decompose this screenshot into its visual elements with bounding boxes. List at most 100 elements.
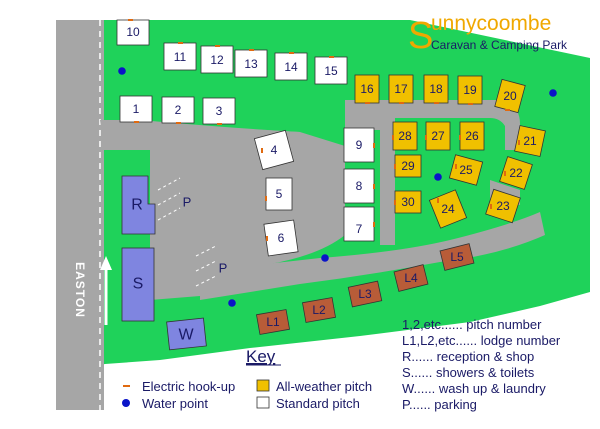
- lodge-L5: [439, 243, 475, 271]
- pitch-label-29: 29: [401, 159, 415, 173]
- pitch-label-9: 9: [356, 138, 363, 152]
- all-weather-pitch-23: [485, 188, 521, 224]
- all-weather-pitch-28: [392, 121, 418, 151]
- parking-label: P: [183, 195, 192, 210]
- standard-pitch-1: [119, 95, 153, 123]
- all-weather-pitch-27: [425, 121, 451, 151]
- parking-bay-lines: [157, 177, 217, 287]
- standard-pitch-4: [253, 129, 295, 171]
- pitch-label-30: 30: [401, 195, 415, 209]
- building-showers: [121, 247, 155, 322]
- all-weather-pitch-26: [459, 121, 485, 151]
- park-title: S unnycoombe Caravan & Camping Park: [408, 12, 568, 57]
- building-label-R: R: [131, 197, 143, 214]
- key-water-icon: [122, 399, 130, 407]
- pitch-label-21: 21: [523, 134, 537, 148]
- lodges: [256, 243, 475, 335]
- water-point: [434, 173, 442, 181]
- pitch-label-23: 23: [496, 199, 510, 213]
- pitch-label-13: 13: [244, 57, 258, 71]
- building-label-S: S: [133, 276, 144, 293]
- pitch-label-26: 26: [465, 129, 479, 143]
- standard-pitch-7: [343, 206, 375, 242]
- pitch-label-1: 1: [133, 102, 140, 116]
- pitch-label-12: 12: [210, 53, 224, 67]
- pitch-label-8: 8: [356, 179, 363, 193]
- key-note-pitch: 1,2,etc...... pitch number: [402, 317, 542, 332]
- pitch-label-10: 10: [126, 25, 140, 39]
- pitch-label-14: 14: [284, 60, 298, 74]
- map-key: Key Electric hook-up Water point All-wea…: [122, 317, 561, 412]
- standard-pitch-5: [265, 177, 293, 211]
- key-all-weather-icon: [256, 379, 270, 392]
- title-name: unnycoombe: [431, 12, 551, 35]
- water-points: [118, 67, 557, 307]
- svg-text:EASTON: EASTON: [73, 262, 87, 318]
- pitch-label-27: 27: [431, 129, 445, 143]
- lodge-L2: [302, 297, 336, 323]
- all-weather-pitch-25: [448, 154, 484, 186]
- pitch-label-22: 22: [509, 166, 523, 180]
- standard-pitches: [116, 19, 375, 257]
- pitch-label-25: 25: [459, 163, 473, 177]
- key-hookup-label: Electric hook-up: [142, 379, 235, 394]
- parking-label: P: [219, 261, 228, 276]
- pitch-label-6: 6: [278, 231, 285, 245]
- lodge-L3: [347, 280, 383, 308]
- pitch-label-20: 20: [503, 89, 517, 103]
- internal-road: [100, 100, 545, 300]
- standard-pitch-3: [202, 97, 236, 125]
- all-weather-pitch-labels: 16 17 18 19 20 21 22 23 24 25 26 27 28 2…: [360, 82, 537, 216]
- key-note-showers: S...... showers & toilets: [402, 365, 535, 380]
- lodge-label-L4: L4: [404, 271, 418, 285]
- road-direction-arrow: [100, 256, 112, 325]
- pitch-label-19: 19: [463, 83, 477, 97]
- electric-hookups: [128, 19, 520, 241]
- water-point: [321, 254, 329, 262]
- all-weather-pitch-19: [457, 75, 483, 105]
- standard-pitch-labels: 10 11 12 13 14 15 1 2 3 4 5 6 7 8 9: [126, 25, 362, 245]
- standard-pitch-8: [343, 168, 375, 204]
- standard-pitch-9: [343, 127, 375, 163]
- pitch-label-2: 2: [175, 103, 182, 117]
- building-label-W: W: [178, 327, 194, 344]
- standard-pitch-13: [234, 49, 268, 78]
- water-point: [118, 67, 126, 75]
- building-washup: [166, 317, 207, 351]
- building-reception: [121, 175, 156, 235]
- all-weather-pitch-22: [499, 156, 533, 190]
- buildings: [121, 175, 207, 351]
- lodge-label-L2: L2: [312, 303, 326, 317]
- key-standard-label: Standard pitch: [276, 396, 360, 411]
- key-all-weather-label: All-weather pitch: [276, 379, 372, 394]
- title-initial: S: [408, 15, 433, 57]
- pitch-label-17: 17: [394, 82, 408, 96]
- easton-road: [56, 20, 104, 410]
- lodge-L4: [393, 264, 429, 292]
- key-note-reception: R...... reception & shop: [402, 349, 534, 364]
- pitch-label-7: 7: [356, 222, 363, 236]
- pitch-label-15: 15: [324, 64, 338, 78]
- pitch-label-11: 11: [174, 50, 187, 64]
- key-note-washup: W...... wash up & laundry: [402, 381, 546, 396]
- lodge-label-L5: L5: [450, 250, 464, 264]
- key-water-label: Water point: [142, 396, 208, 411]
- water-point: [228, 299, 236, 307]
- title-subtitle: Caravan & Camping Park: [431, 38, 568, 52]
- key-standard-icon: [256, 396, 270, 409]
- lodge-label-L3: L3: [358, 287, 372, 301]
- key-note-lodge: L1,L2,etc...... lodge number: [402, 333, 561, 348]
- pitch-label-5: 5: [276, 187, 283, 201]
- all-weather-pitch-21: [514, 125, 546, 157]
- standard-pitch-11: [163, 42, 197, 71]
- key-note-parking: P...... parking: [402, 397, 477, 412]
- lodge-L1: [256, 309, 290, 335]
- road-name-label: EASTON: [73, 262, 87, 318]
- pitch-label-3: 3: [216, 104, 223, 118]
- standard-pitch-10: [116, 19, 150, 46]
- pitch-label-24: 24: [441, 202, 455, 216]
- key-title: Key: [246, 347, 276, 366]
- pitch-label-28: 28: [398, 129, 412, 143]
- pitch-label-18: 18: [429, 82, 443, 96]
